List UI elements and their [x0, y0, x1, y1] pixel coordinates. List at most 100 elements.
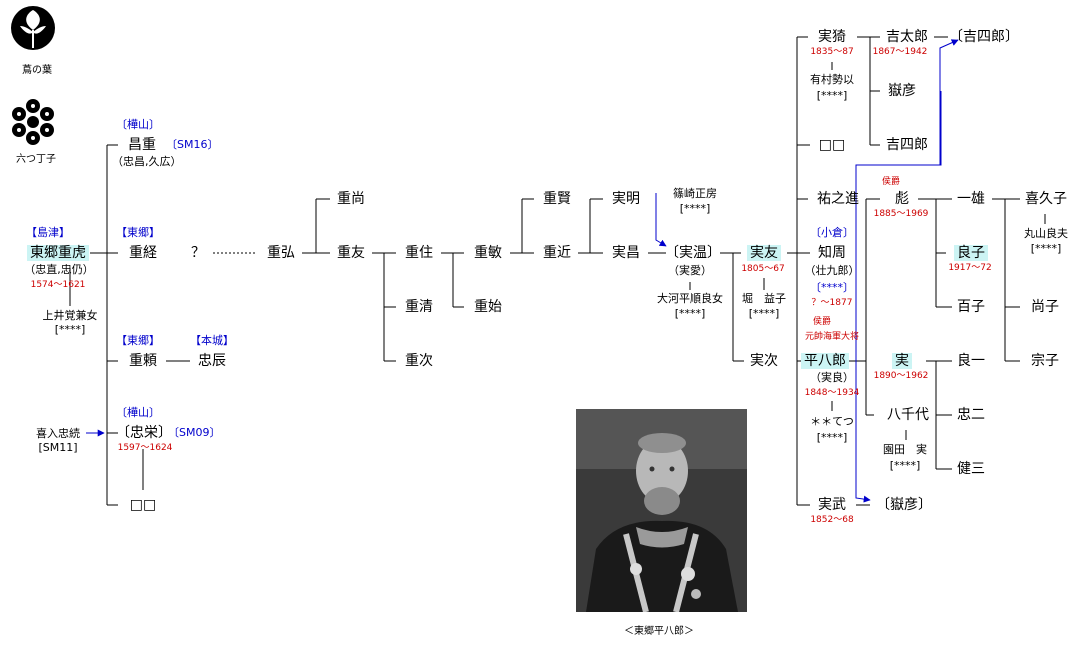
shigetora-name: 東郷重虎 [27, 245, 89, 261]
hori-note: [****] [748, 307, 780, 320]
saneyoshi-name: 実猗 [818, 29, 846, 45]
arimura-note: [****] [816, 89, 848, 102]
shigetora-wife-note: [****] [54, 323, 86, 336]
hyo-years: 1885～1969 [873, 209, 929, 219]
tomochika-clan: 〔小倉〕 [810, 226, 854, 239]
hori-name: 堀 益子 [742, 292, 786, 305]
shinozaki-name: 篠崎正房 [673, 187, 717, 200]
shigetsune-name: 重経 [129, 245, 157, 261]
shigetsune-clan: 【東郷】 [116, 226, 160, 239]
masashige-code: 〔SM16〕 [166, 138, 219, 151]
sanemasa-name: 実昌 [612, 245, 640, 261]
takehiko-name: 嶽彦 [888, 83, 916, 99]
minoru-years: 1890～1962 [873, 371, 929, 381]
heihachiro-title-2: 元帥海軍大将 [804, 332, 860, 342]
shigetsugu-name: 重次 [405, 353, 433, 369]
crest-2-label: 六つ丁子 [16, 154, 56, 165]
sanetomo-name: 実友 [747, 245, 781, 261]
tomochika-note: 〔****〕 [810, 281, 854, 294]
minoru-name: 実 [892, 353, 912, 369]
six-clove-crest-icon [12, 99, 54, 145]
shigetora-wife-name: 上井覚兼女 [42, 309, 98, 322]
sanenuku-name: 〔実温〕 [665, 245, 721, 261]
heihachiro-title-1: 侯爵 [812, 317, 832, 327]
takehiko-adopted-name: 〔嶽彦〕 [876, 497, 932, 513]
sonoda-note: [****] [889, 459, 921, 472]
shigenao-name: 重尚 [337, 191, 365, 207]
blank-2-name: □□ [818, 137, 846, 153]
saneyoshi-years: 1835～87 [810, 47, 854, 57]
maruyama-note: [****] [1030, 242, 1062, 255]
saneaki-name: 実明 [612, 191, 640, 207]
shinozaki-note: [****] [679, 202, 711, 215]
heihachiro-alias: （実良） [810, 371, 854, 384]
kazuo-name: 一雄 [957, 191, 985, 207]
kikuko-name: 喜久子 [1025, 191, 1067, 207]
heihachiro-name: 平八郎 [801, 353, 849, 369]
yoshiko-name: 良子 [954, 245, 988, 261]
tadamune-clan: 〔樺山〕 [116, 406, 160, 419]
sanenuku-alias: （実愛） [668, 264, 712, 277]
yoshiko-years: 1917～72 [948, 263, 992, 273]
kichitaro-name: 吉太郎 [886, 29, 928, 45]
kichitaro-years: 1867～1942 [872, 47, 928, 57]
sanetsugu-name: 実次 [750, 353, 778, 369]
momoko-name: 百子 [957, 299, 985, 315]
sanetake-name: 実武 [818, 497, 846, 513]
tetsu-name: ＊＊てつ [810, 415, 854, 428]
unknown-name: ？ [191, 245, 205, 261]
hisako-name: 尚子 [1031, 299, 1059, 315]
kichishiro-adopted-name: 〔吉四郎〕 [949, 29, 1019, 45]
tomochika-alias: （壮九郎） [804, 264, 860, 277]
portrait-photo [576, 409, 747, 612]
shigekiyo-name: 重清 [405, 299, 433, 315]
masashige-name: 昌重 [128, 137, 156, 153]
ogawa-note: [****] [674, 307, 706, 320]
shigekata-name: 重賢 [543, 191, 571, 207]
shigetoshi-name: 重敏 [474, 245, 502, 261]
shigeharu-name: 重始 [474, 299, 502, 315]
arimura-name: 有村勢以 [810, 73, 854, 86]
tadamune-code: 〔SM09〕 [168, 426, 221, 439]
shigeyori-clan: 【東郷】 [116, 334, 160, 347]
tadatoki-clan: 【本城】 [190, 334, 234, 347]
heihachiro-years: 1848～1934 [804, 388, 860, 398]
portrait-caption: ＜東郷平八郎＞ [624, 626, 694, 637]
kiire-name: 喜入忠続 [36, 427, 80, 440]
tomochika-name: 知周 [818, 245, 846, 261]
masashige-alias: （忠昌,久広） [112, 155, 182, 168]
shigezumi-name: 重住 [405, 245, 433, 261]
shigetora-clan: 【島津】 [26, 226, 70, 239]
yachiyo-name: 八千代 [887, 407, 929, 423]
shigeyori-name: 重頼 [129, 353, 157, 369]
masashige-clan: 〔樺山〕 [116, 118, 160, 131]
shigehiro-name: 重弘 [267, 245, 295, 261]
maruyama-name: 丸山良夫 [1024, 227, 1068, 240]
ryoichi-name: 良一 [957, 353, 985, 369]
shigetora-years: 1574～1621 [30, 280, 86, 290]
shigetomo-name: 重友 [337, 245, 365, 261]
kichishiro-name: 吉四郎 [886, 137, 928, 153]
kiire-code: [SM11] [38, 441, 78, 454]
kenzo-name: 健三 [957, 461, 985, 477]
tadaji-name: 忠二 [957, 407, 985, 423]
sanetomo-years: 1805～67 [741, 264, 785, 274]
shigetora-alias: （忠直,忠仍） [24, 263, 94, 276]
ogawa-name: 大河平順良女 [657, 292, 723, 305]
tadatoki-name: 忠辰 [198, 353, 226, 369]
crest-1-label: 蔦の葉 [22, 65, 52, 76]
tadamune-years: 1597～1624 [117, 443, 173, 453]
hyo-name: 彪 [895, 191, 909, 207]
sukenoshin-name: 祐之進 [817, 191, 859, 207]
sanetake-years: 1852～68 [810, 515, 854, 525]
ivy-leaf-crest-icon [11, 6, 55, 50]
tetsu-note: [****] [816, 431, 848, 444]
shigechika-name: 重近 [543, 245, 571, 261]
hyo-title: 侯爵 [881, 177, 901, 187]
blank-1-name: □□ [129, 497, 157, 513]
tomochika-years: ？～1877 [811, 298, 853, 308]
muneko-name: 宗子 [1031, 353, 1059, 369]
tadamune-name: 〔忠栄〕 [116, 425, 172, 441]
